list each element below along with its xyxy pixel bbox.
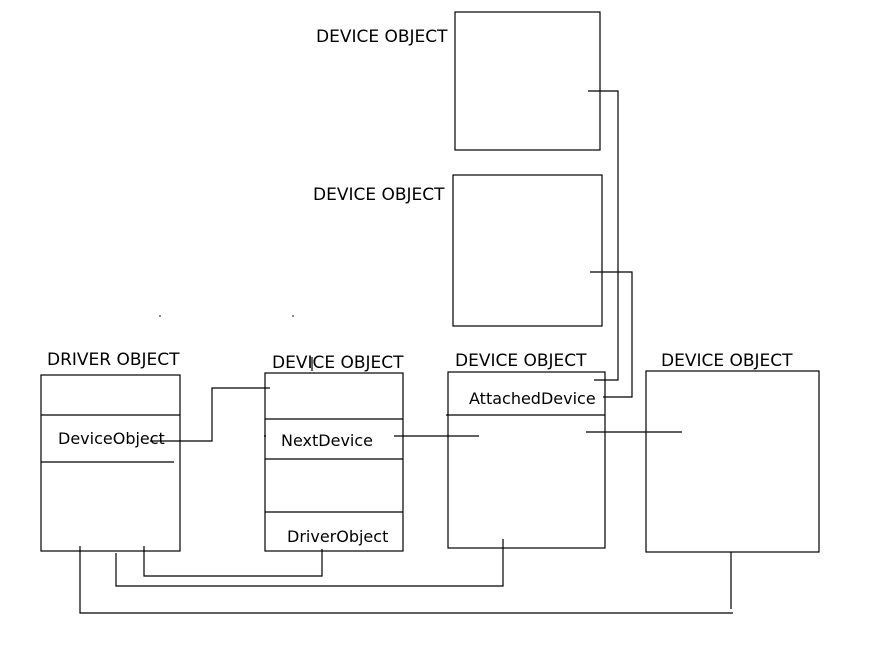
dot-mark bbox=[159, 315, 161, 317]
device-object-middle: DEVICE OBJECT bbox=[313, 174, 603, 327]
device-object-2-label: DEVICE OBJECT bbox=[455, 351, 587, 371]
driver-object-box bbox=[40, 374, 181, 552]
attached-device-connector-middle bbox=[590, 271, 633, 398]
driver-object-field: DriverObject bbox=[287, 527, 388, 546]
device-object-1-box bbox=[264, 372, 404, 552]
attached-device-connector-top bbox=[588, 90, 619, 381]
attached-device-field: AttachedDevice bbox=[469, 389, 596, 408]
device-object-3-label: DEVICE OBJECT bbox=[661, 351, 793, 371]
device-object-top: DEVICE OBJECT bbox=[316, 11, 601, 151]
device-object-field: DeviceObject bbox=[58, 429, 165, 448]
device-object-3: DEVICE OBJECT bbox=[645, 351, 820, 553]
device-object-pointer-connector bbox=[150, 387, 270, 442]
device-object-1-label: DEVICE OBJECT bbox=[272, 353, 404, 373]
device-object-3-box bbox=[645, 370, 820, 553]
device-object-middle-label: DEVICE OBJECT bbox=[313, 185, 445, 205]
driver-object-label: DRIVER OBJECT bbox=[47, 350, 180, 370]
device-object-top-box bbox=[454, 11, 601, 151]
dot-mark bbox=[292, 315, 294, 317]
driver-object: DRIVER OBJECT DeviceObject bbox=[40, 350, 181, 552]
device-object-top-label: DEVICE OBJECT bbox=[316, 27, 448, 47]
device-object-2-box bbox=[447, 371, 606, 549]
device-object-1: DEVICE OBJECT NextDevice DriverObject bbox=[264, 353, 404, 552]
driver-object-back-connector-1 bbox=[143, 546, 323, 577]
driver-object-back-connector-3 bbox=[79, 546, 733, 614]
driver-object-back-connector-2 bbox=[115, 539, 504, 587]
device-object-middle-box bbox=[452, 174, 603, 327]
device-object-2: DEVICE OBJECT AttachedDevice bbox=[446, 351, 606, 549]
next-device-field: NextDevice bbox=[281, 431, 373, 450]
